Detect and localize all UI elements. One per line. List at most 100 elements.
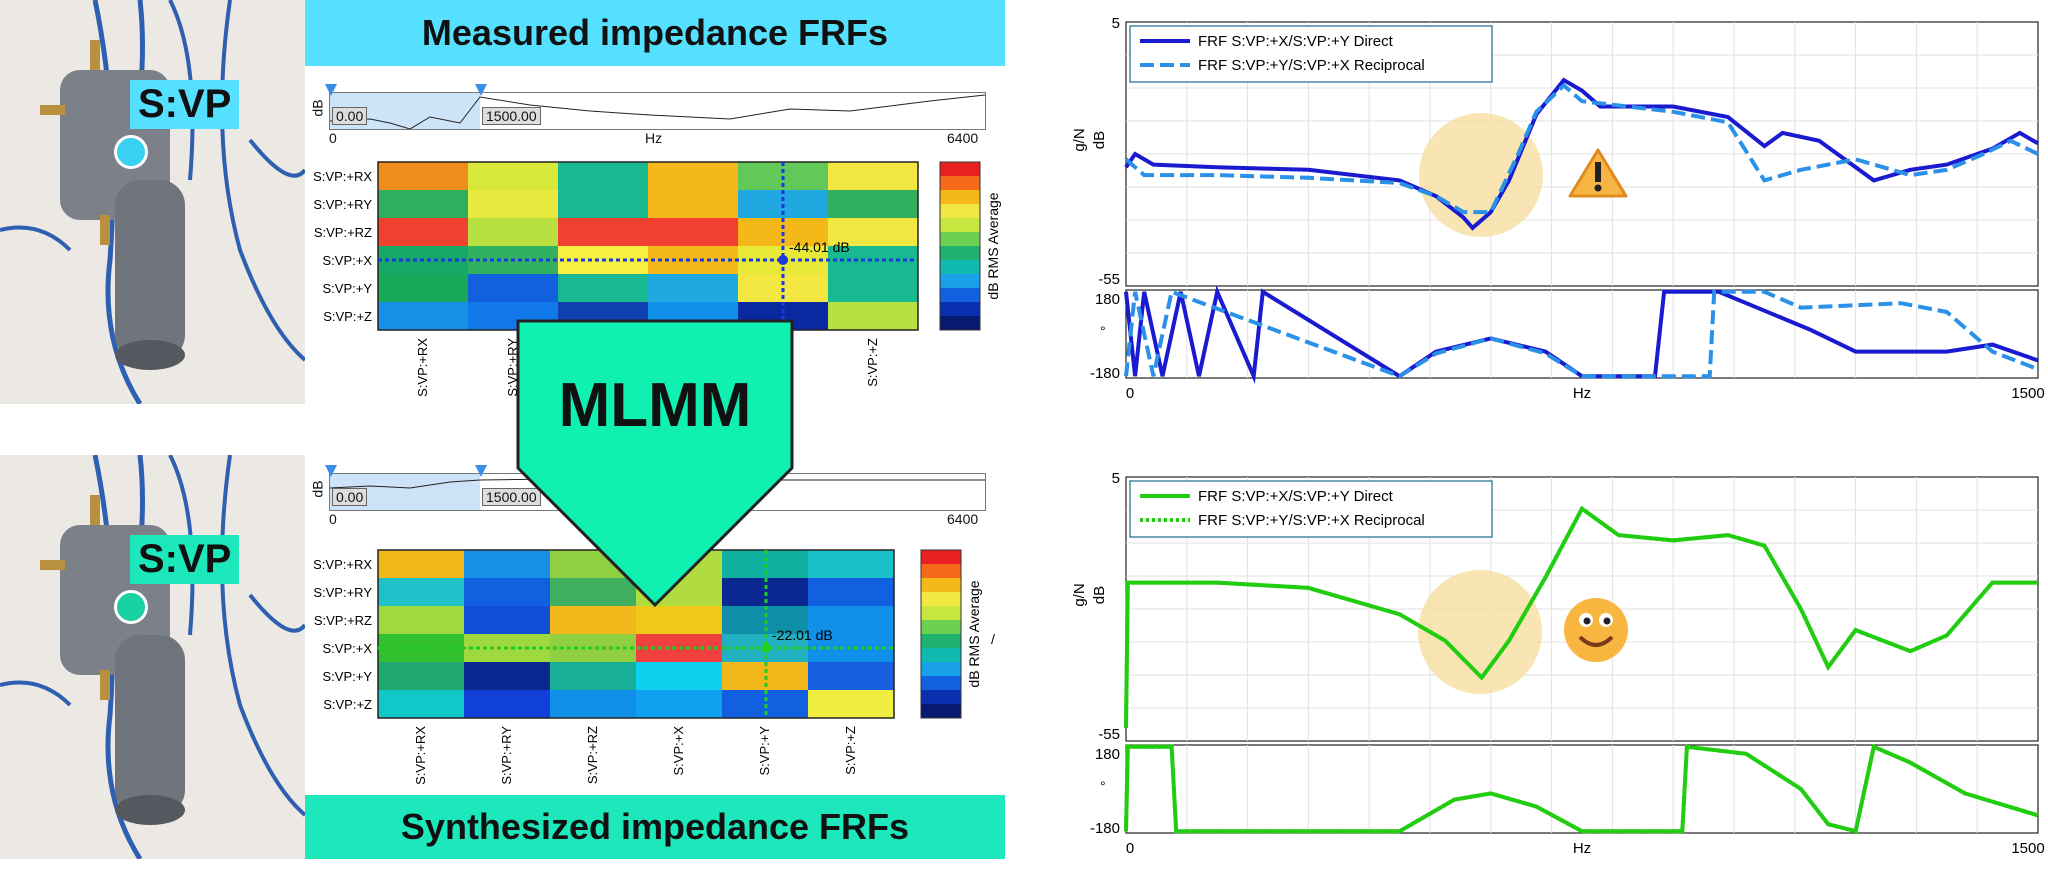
legend-box [1129, 480, 1493, 538]
heatmap-cursor-dot [778, 255, 788, 265]
colorbar-segment [940, 316, 980, 331]
colorbar-segment [940, 302, 980, 317]
heatmap-cell [464, 690, 550, 718]
colorbar-segment [921, 620, 961, 635]
colorbar-segment [921, 550, 961, 565]
heatmap-cell [808, 578, 894, 606]
legend-entry: FRF S:VP:+Y/S:VP:+X Reciprocal [1198, 57, 1425, 74]
heatmap-cell [378, 606, 464, 634]
heatmap-cell [378, 162, 468, 190]
heatmap-row-label: S:VP:+RY [313, 197, 372, 212]
heatmap-cell [378, 550, 464, 578]
heatmap-cell [468, 218, 558, 246]
slider-max-value[interactable]: 1500.00 [482, 488, 541, 506]
colorbar-segment [940, 218, 980, 233]
smiley-face [1564, 598, 1628, 662]
heatmap-row-label: S:VP:+RX [313, 557, 372, 572]
heatmap-cursor-dot [761, 643, 771, 653]
y-tick-bottom: -55 [1098, 726, 1120, 743]
heatmap-cell [648, 190, 738, 218]
phase-tick-top: 180 [1095, 746, 1120, 763]
heatmap-bottom-svg[interactable]: S:VP:+RXS:VP:+RYS:VP:+RZS:VP:+XS:VP:+YS:… [305, 545, 1005, 790]
series-reciprocal-phase [1124, 289, 2039, 379]
slider-axis-label: Hz [645, 130, 663, 146]
heatmap-col-label: S:VP:+RX [413, 726, 428, 785]
colorbar-segment [921, 690, 961, 705]
heatmap-cell [828, 302, 918, 330]
heatmap-cell [550, 606, 636, 634]
synth-point-tag: S:VP [130, 535, 240, 584]
heatmap-cell [636, 662, 722, 690]
heatmap-cell [378, 578, 464, 606]
legend-box [1129, 25, 1493, 83]
slider-min-value[interactable]: 0.00 [332, 488, 368, 506]
heatmap-cell [464, 662, 550, 690]
slider-unit: dB [309, 99, 326, 117]
colorbar-segment [921, 676, 961, 691]
heatmap-row-label: S:VP:+RX [313, 169, 372, 184]
heatmap-cell [648, 162, 738, 190]
heatmap-cell [550, 634, 636, 662]
colorbar-segment [921, 606, 961, 621]
heatmap-cursor-value: -22.01 dB [772, 627, 833, 643]
heatmap-cell [550, 578, 636, 606]
heatmap-cell [550, 662, 636, 690]
x-tick-start: 0 [1126, 385, 1134, 402]
warning-dot [1594, 184, 1602, 192]
heatmap-col-label: S:VP:+Z [865, 338, 880, 387]
heatmap-cell [378, 190, 468, 218]
heatmap-col-label: S:VP:+X [671, 726, 686, 776]
colorbar-frame [939, 161, 981, 331]
slider-axis-start: 0 [329, 130, 337, 146]
colorbar-segment [921, 634, 961, 649]
y-unit-1: g/N [1071, 583, 1088, 606]
colorbar-segment [921, 704, 961, 719]
range-slider-top[interactable]: dB 0.00 1500.00 0 Hz 6400 [305, 84, 1005, 146]
y-tick-top: 5 [1112, 470, 1120, 487]
x-tick-start: 0 [1126, 840, 1134, 857]
slider-handle-left[interactable] [325, 84, 337, 96]
heatmap-cell [808, 690, 894, 718]
legend-entry: FRF S:VP:+X/S:VP:+Y Direct [1198, 33, 1394, 50]
heatmap-cell [558, 274, 648, 302]
colorbar-segment [940, 246, 980, 261]
heatmap-cell [464, 578, 550, 606]
highlight-circle [1418, 570, 1542, 694]
heatmap-cell [550, 690, 636, 718]
slider-handle-left[interactable] [325, 465, 337, 477]
legend-entry: FRF S:VP:+Y/S:VP:+X Reciprocal [1198, 512, 1425, 529]
heatmap-cell [378, 218, 468, 246]
series-direct-magnitude [1124, 505, 2038, 728]
slider-max-value[interactable]: 1500.00 [482, 107, 541, 125]
heatmap-row-label: S:VP:+Z [323, 697, 372, 712]
x-axis-label: Hz [1573, 840, 1591, 857]
heatmap-top-svg[interactable]: S:VP:+RXS:VP:+RYS:VP:+RZS:VP:+XS:VP:+YS:… [305, 160, 1005, 400]
heatmap-row-label: S:VP:+RY [313, 585, 372, 600]
slider-min-value[interactable]: 0.00 [332, 107, 368, 125]
slider-handle-right[interactable] [475, 465, 487, 477]
motor-photo-top [0, 0, 305, 404]
x-axis-label: Hz [1573, 385, 1591, 402]
colorbar-segment [940, 274, 980, 289]
heatmap-cell [464, 550, 550, 578]
colorbar-unit: / [991, 631, 995, 647]
measurement-point-tag: S:VP [130, 80, 240, 129]
colorbar-segment [921, 662, 961, 677]
banner-measured: Measured impedance FRFs [305, 0, 1005, 66]
measurement-point-marker [114, 135, 148, 169]
phase-tick-top: 180 [1095, 291, 1120, 308]
slider-unit: dB [309, 480, 326, 498]
heatmap-cell [558, 218, 648, 246]
y-unit-2: dB [1091, 586, 1108, 604]
slider-axis-end: 6400 [947, 130, 979, 146]
heatmap-cell [378, 302, 468, 330]
slider-handle-right[interactable] [475, 84, 487, 96]
heatmap-cell [808, 550, 894, 578]
motor-photo-bottom [0, 455, 305, 859]
